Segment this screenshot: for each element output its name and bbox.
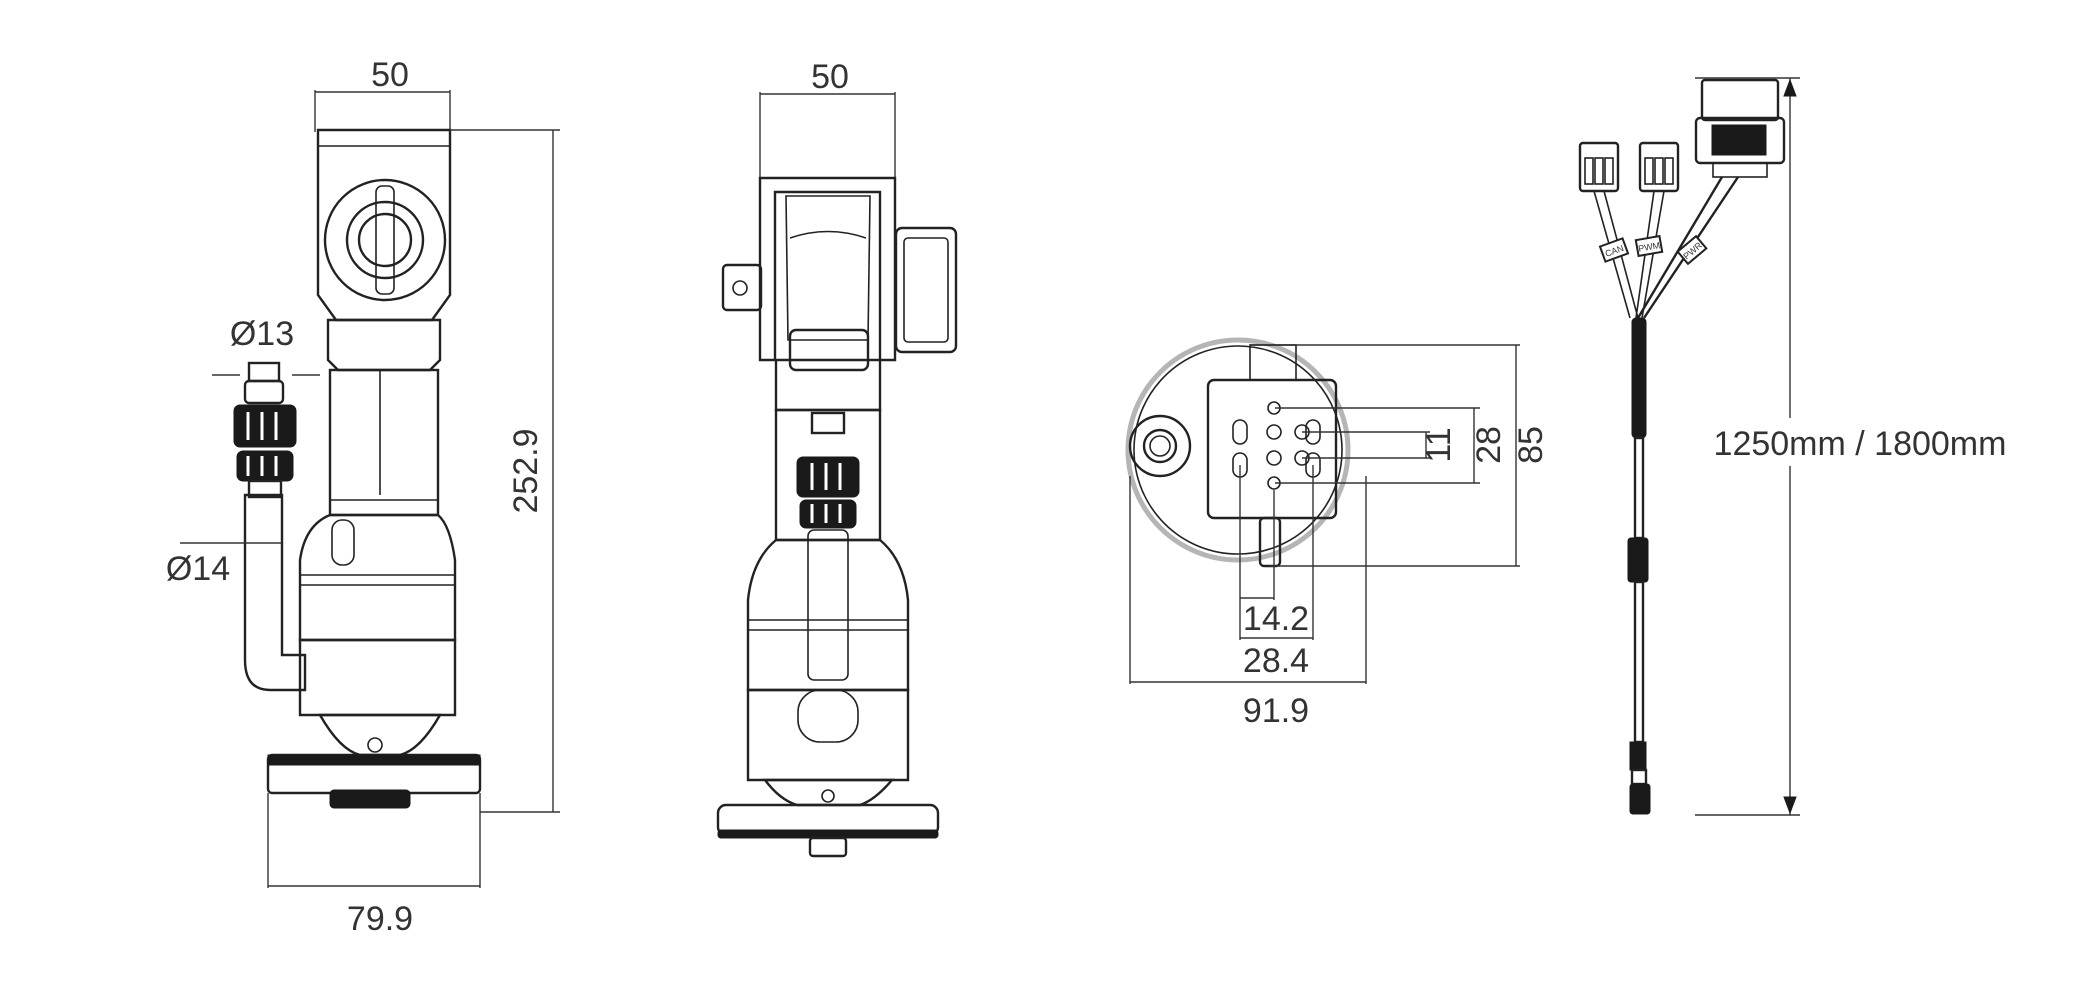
side-top-width: 50	[371, 56, 409, 94]
bottom-total-height: 85	[1512, 426, 1550, 464]
cable-assembly: CAN PWM PWR 1250mm / 1800mm	[1578, 77, 2010, 816]
bottom-view: 11 28 85 14.2 28.4 91.9	[1125, 337, 1550, 730]
front-view: 50	[716, 58, 958, 858]
bottom-hole-spacing-h2: 28.4	[1243, 642, 1309, 680]
side-base-width: 79.9	[347, 900, 413, 938]
bottom-total-width: 91.9	[1243, 692, 1309, 730]
bottom-hole-spacing-mid: 28	[1470, 426, 1508, 464]
cable-label-pwm: PWM	[1637, 240, 1660, 254]
side-view: 50 Ø13	[166, 56, 560, 938]
front-top-width: 50	[811, 58, 849, 96]
bottom-hole-spacing-small: 11	[1420, 427, 1458, 462]
cable-length: 1250mm / 1800mm	[1714, 425, 2007, 463]
bottom-hole-spacing-h1: 14.2	[1243, 600, 1309, 638]
side-connector-diameter-bottom: Ø14	[166, 550, 230, 588]
side-connector-diameter-top: Ø13	[230, 315, 294, 353]
side-height: 252.9	[507, 428, 545, 513]
